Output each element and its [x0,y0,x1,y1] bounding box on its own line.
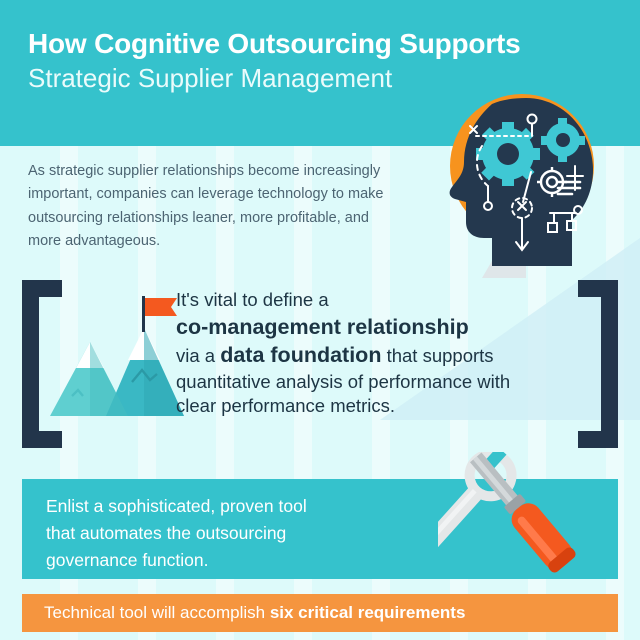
wrench-screwdriver-icon [438,452,576,574]
tool-line-2: that automates the outsourcing [46,523,287,544]
tool-panel-text: Enlist a sophisticated, proven tool that… [46,493,426,574]
footer-bar: Technical tool will accomplish six criti… [22,594,618,632]
bracket-right-icon [572,280,618,448]
intro-paragraph: As strategic supplier relationships beco… [28,163,384,250]
quote-emphasis-1: co-management relationship [176,314,469,339]
tool-line-3: governance function. [46,550,209,571]
title-line-primary: How Cognitive Outsourcing Supports [28,28,521,59]
thinking-head-gears-icon [449,94,594,278]
quote-text: It's vital to define a co-management rel… [176,288,580,419]
quote-line-2-suffix: that supports [381,345,494,367]
mountain-flag-icon [50,296,184,416]
title-line-secondary: Strategic Supplier Management [28,63,393,94]
footer-text-bold: six critical requirements [269,603,466,622]
footer-text: Technical tool will accomplish six criti… [22,603,465,623]
quote-block: It's vital to define a co-management rel… [0,280,640,448]
footer-text-plain: Technical tool will accomplish [44,603,270,622]
quote-emphasis-2: data foundation [220,343,382,368]
tool-line-1: Enlist a sophisticated, proven tool [46,496,307,516]
quote-line-2-prefix: via a [176,345,221,367]
page-title: How Cognitive Outsourcing Supports Strat… [28,27,588,94]
quote-line-3: quantitative analysis of performance wit… [176,370,511,392]
bracket-left-icon [22,280,68,448]
quote-line-4: clear performance metrics. [176,395,395,417]
quote-line-1: It's vital to define a [176,289,329,310]
